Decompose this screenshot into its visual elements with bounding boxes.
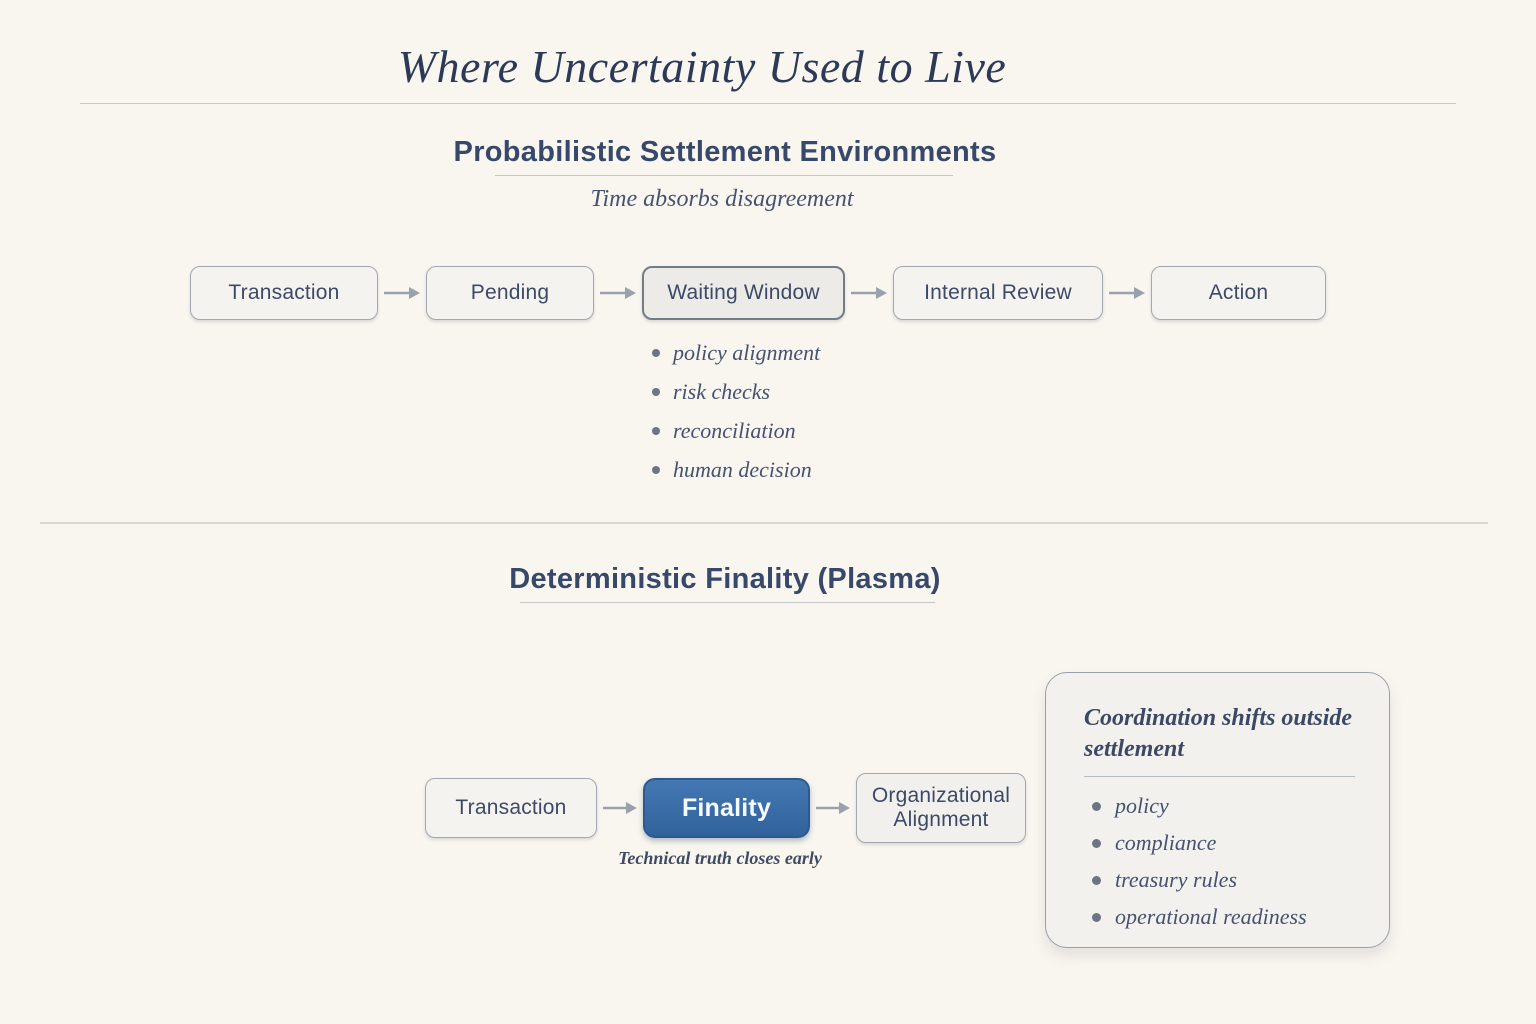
section-divider <box>40 522 1488 524</box>
bullet-dot-icon <box>1092 838 1101 848</box>
waiting-window-note: risk checks <box>652 379 820 405</box>
coordination-card-divider <box>1084 776 1355 778</box>
bullet-dot-icon <box>1092 801 1101 811</box>
flow-box-transaction: Transaction <box>190 266 378 320</box>
section-heading-deterministic: Deterministic Finality (Plasma) <box>509 563 941 595</box>
waiting-window-note: policy alignment <box>652 340 820 366</box>
note-label: human decision <box>673 457 812 482</box>
flow-box-internal-review: Internal Review <box>893 266 1103 320</box>
probabilistic-heading-underline <box>495 175 953 176</box>
deterministic-flow: Transaction Finality Organizational Alig… <box>425 773 1026 843</box>
coordination-item: operational readiness <box>1084 904 1355 930</box>
waiting-window-note: human decision <box>652 457 820 483</box>
page-title: Where Uncertainty Used to Live <box>397 41 1007 92</box>
bullet-dot-icon <box>1092 912 1101 922</box>
flow-arrow-icon <box>851 287 887 299</box>
coordination-item-label: treasury rules <box>1115 867 1238 893</box>
bullet-dot-icon <box>652 466 660 474</box>
flow-box-transaction: Transaction <box>425 778 597 838</box>
flow-arrow-icon <box>384 287 420 299</box>
bullet-dot-icon <box>652 388 660 396</box>
bullet-dot-icon <box>652 427 660 435</box>
flow-box-action: Action <box>1151 266 1326 320</box>
note-label: risk checks <box>673 379 771 404</box>
note-label: reconciliation <box>673 418 796 443</box>
coordination-item: compliance <box>1084 830 1355 856</box>
title-divider <box>80 103 1456 104</box>
coordination-item-label: compliance <box>1115 830 1217 856</box>
flow-arrow-icon <box>600 287 636 299</box>
bullet-dot-icon <box>1092 875 1101 885</box>
waiting-window-note: reconciliation <box>652 418 820 444</box>
coordination-item: treasury rules <box>1084 867 1355 893</box>
coordination-card-title: Coordination shifts outside settlement <box>1084 705 1353 762</box>
flow-arrow-icon <box>603 802 637 814</box>
flow-box-pending: Pending <box>426 266 594 320</box>
flow-box-finality: Finality <box>643 778 810 838</box>
coordination-item: policy <box>1084 793 1355 819</box>
flow-arrow-icon <box>1109 287 1145 299</box>
coordination-item-label: operational readiness <box>1115 904 1307 930</box>
flow-box-waiting-window: Waiting Window <box>642 266 845 320</box>
probabilistic-subtitle: Time absorbs disagreement <box>590 186 854 212</box>
section-heading-probabilistic: Probabilistic Settlement Environments <box>453 136 997 168</box>
note-label: policy alignment <box>673 340 821 365</box>
probabilistic-flow: Transaction Pending Waiting Window Inter… <box>190 266 1326 320</box>
flow-box-organizational-alignment: Organizational Alignment <box>856 773 1026 843</box>
finality-caption: Technical truth closes early <box>618 848 822 868</box>
flow-arrow-icon <box>816 802 850 814</box>
waiting-window-notes: policy alignment risk checks reconciliat… <box>652 340 820 496</box>
coordination-card: Coordination shifts outside settlement p… <box>1045 672 1390 948</box>
deterministic-heading-underline <box>520 602 935 603</box>
bullet-dot-icon <box>652 349 660 357</box>
coordination-item-label: policy <box>1115 793 1169 819</box>
